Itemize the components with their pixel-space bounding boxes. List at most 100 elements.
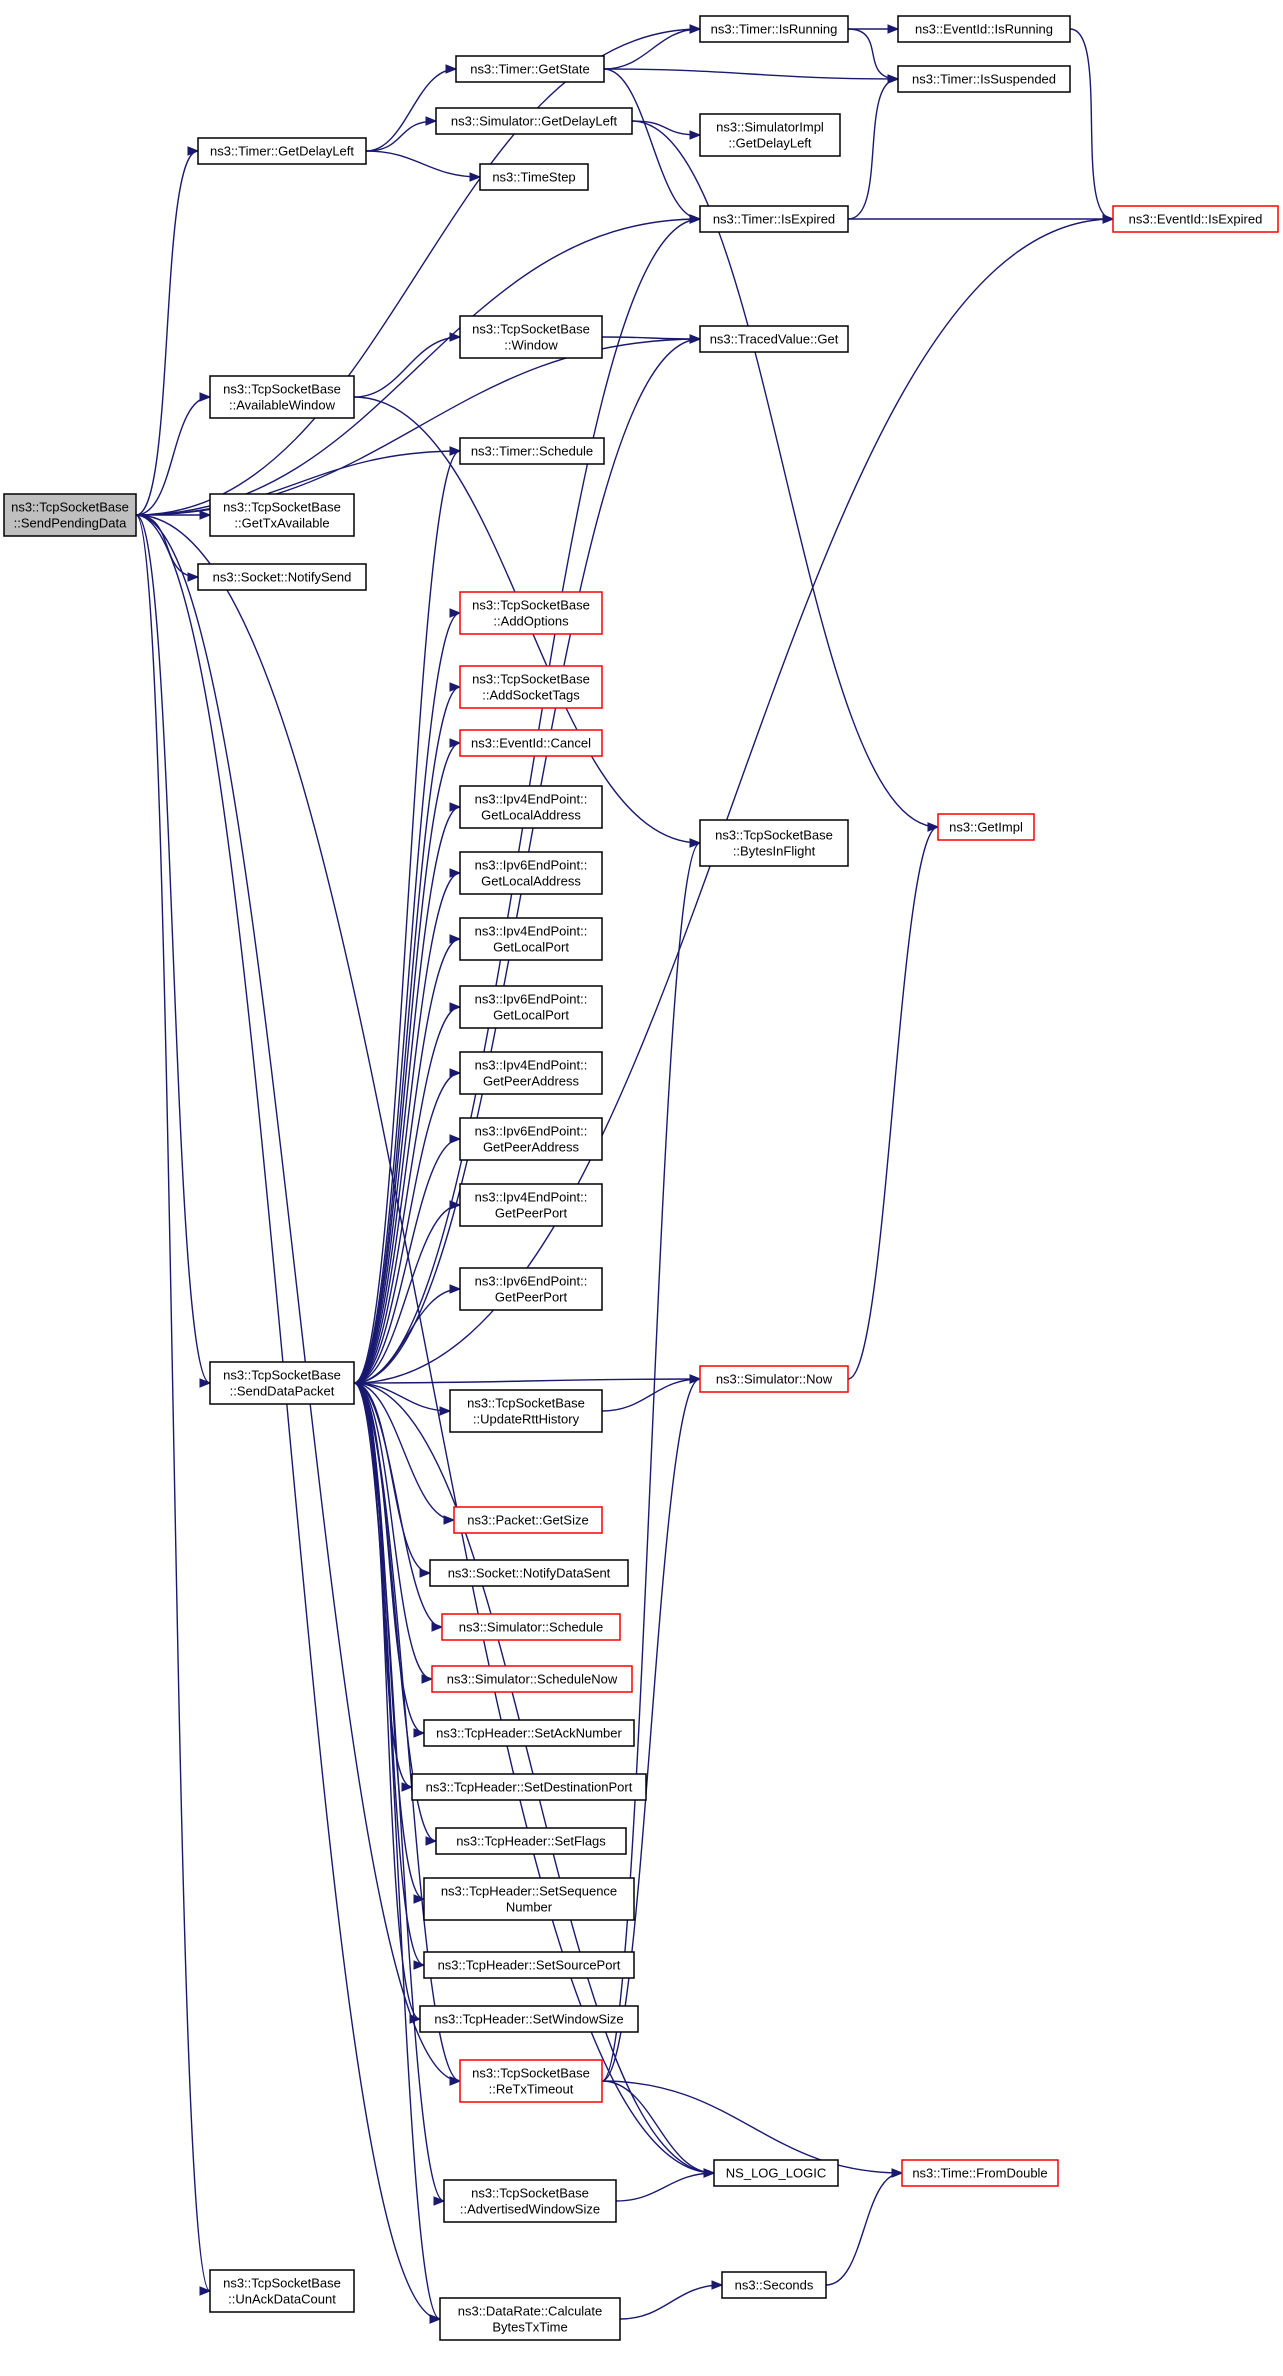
- node-setdestport[interactable]: ns3::TcpHeader::SetDestinationPort: [411, 1773, 647, 1801]
- node-nslog[interactable]: NS_LOG_LOGIC: [713, 2159, 839, 2187]
- node-box[interactable]: [897, 65, 1071, 93]
- node-box[interactable]: [459, 851, 603, 895]
- node-ipv4peeraddr[interactable]: ns3::Ipv4EndPoint::GetPeerAddress: [459, 1051, 603, 1095]
- node-box[interactable]: [419, 2005, 639, 2033]
- node-box[interactable]: [459, 985, 603, 1029]
- node-isexpired[interactable]: ns3::Timer::IsExpired: [699, 205, 849, 233]
- node-box[interactable]: [431, 1665, 633, 1693]
- node-box[interactable]: [901, 2159, 1059, 2187]
- node-addoptions[interactable]: ns3::TcpSocketBase::AddOptions: [459, 591, 603, 635]
- node-box[interactable]: [459, 591, 603, 635]
- node-getstate[interactable]: ns3::Timer::GetState: [455, 55, 605, 83]
- node-box[interactable]: [459, 1183, 603, 1227]
- node-bytesinflight[interactable]: ns3::TcpSocketBase::BytesInFlight: [699, 819, 849, 867]
- node-notifysend[interactable]: ns3::Socket::NotifySend: [197, 563, 367, 591]
- node-fromdouble[interactable]: ns3::Time::FromDouble: [901, 2159, 1059, 2187]
- node-box[interactable]: [459, 665, 603, 709]
- node-box[interactable]: [197, 137, 367, 165]
- node-box[interactable]: [441, 1613, 621, 1641]
- node-box[interactable]: [699, 15, 849, 43]
- node-box[interactable]: [429, 1559, 629, 1587]
- node-box[interactable]: [699, 819, 849, 867]
- node-box[interactable]: [209, 493, 355, 537]
- node-box[interactable]: [209, 375, 355, 419]
- node-box[interactable]: [411, 1773, 647, 1801]
- node-box[interactable]: [449, 1389, 603, 1433]
- node-ipv4peerport[interactable]: ns3::Ipv4EndPoint::GetPeerPort: [459, 1183, 603, 1227]
- node-evisrunning[interactable]: ns3::EventId::IsRunning: [897, 15, 1071, 43]
- node-box[interactable]: [459, 785, 603, 829]
- node-isrunning[interactable]: ns3::Timer::IsRunning: [699, 15, 849, 43]
- node-ipv6localaddr[interactable]: ns3::Ipv6EndPoint::GetLocalAddress: [459, 851, 603, 895]
- node-setsrcport[interactable]: ns3::TcpHeader::SetSourcePort: [423, 1951, 635, 1979]
- node-box[interactable]: [197, 563, 367, 591]
- node-packetgetsize[interactable]: ns3::Packet::GetSize: [453, 1506, 603, 1534]
- node-setflags[interactable]: ns3::TcpHeader::SetFlags: [435, 1827, 627, 1855]
- node-getimpl[interactable]: ns3::GetImpl: [937, 813, 1035, 841]
- node-box[interactable]: [439, 2297, 621, 2341]
- node-box[interactable]: [897, 15, 1071, 43]
- node-ipv6peerport[interactable]: ns3::Ipv6EndPoint::GetPeerPort: [459, 1267, 603, 1311]
- node-box[interactable]: [479, 163, 589, 191]
- node-box[interactable]: [453, 1506, 603, 1534]
- node-box[interactable]: [699, 1365, 849, 1393]
- node-simschedulenow[interactable]: ns3::Simulator::ScheduleNow: [431, 1665, 633, 1693]
- node-timestep[interactable]: ns3::TimeStep: [479, 163, 589, 191]
- node-ipv4localaddr[interactable]: ns3::Ipv4EndPoint::GetLocalAddress: [459, 785, 603, 829]
- node-box[interactable]: [699, 205, 849, 233]
- node-ipv6peeraddr[interactable]: ns3::Ipv6EndPoint::GetPeerAddress: [459, 1117, 603, 1161]
- node-simnow[interactable]: ns3::Simulator::Now: [699, 1365, 849, 1393]
- node-setwinsize[interactable]: ns3::TcpHeader::SetWindowSize: [419, 2005, 639, 2033]
- node-simimpldelay[interactable]: ns3::SimulatorImpl::GetDelayLeft: [699, 113, 841, 157]
- node-notifydatasent[interactable]: ns3::Socket::NotifyDataSent: [429, 1559, 629, 1587]
- node-evisexpired[interactable]: ns3::EventId::IsExpired: [1112, 205, 1279, 233]
- node-ipv6localport[interactable]: ns3::Ipv6EndPoint::GetLocalPort: [459, 985, 603, 1029]
- node-simschedule[interactable]: ns3::Simulator::Schedule: [441, 1613, 621, 1641]
- node-tracedget[interactable]: ns3::TracedValue::Get: [699, 325, 849, 353]
- node-seconds[interactable]: ns3::Seconds: [721, 2271, 827, 2299]
- node-box[interactable]: [209, 1361, 355, 1405]
- node-box[interactable]: [435, 107, 633, 135]
- node-box[interactable]: [459, 917, 603, 961]
- node-ipv4localport[interactable]: ns3::Ipv4EndPoint::GetLocalPort: [459, 917, 603, 961]
- node-box[interactable]: [699, 325, 849, 353]
- node-box[interactable]: [209, 2269, 355, 2313]
- node-issuspended[interactable]: ns3::Timer::IsSuspended: [897, 65, 1071, 93]
- node-gettxavail[interactable]: ns3::TcpSocketBase::GetTxAvailable: [209, 493, 355, 537]
- node-setacknumber[interactable]: ns3::TcpHeader::SetAckNumber: [423, 1719, 635, 1747]
- node-simgetdelay[interactable]: ns3::Simulator::GetDelayLeft: [435, 107, 633, 135]
- node-unackdata[interactable]: ns3::TcpSocketBase::UnAckDataCount: [209, 2269, 355, 2313]
- node-box[interactable]: [3, 493, 137, 537]
- node-updatertt[interactable]: ns3::TcpSocketBase::UpdateRttHistory: [449, 1389, 603, 1433]
- node-senddatapacket[interactable]: ns3::TcpSocketBase::SendDataPacket: [209, 1361, 355, 1405]
- node-addsockettags[interactable]: ns3::TcpSocketBase::AddSocketTags: [459, 665, 603, 709]
- node-box[interactable]: [435, 1827, 627, 1855]
- node-box[interactable]: [459, 437, 605, 465]
- node-box[interactable]: [459, 1051, 603, 1095]
- node-box[interactable]: [699, 113, 841, 157]
- node-box[interactable]: [459, 2059, 603, 2103]
- node-box[interactable]: [459, 315, 603, 359]
- node-schedule[interactable]: ns3::Timer::Schedule: [459, 437, 605, 465]
- node-advwinsize[interactable]: ns3::TcpSocketBase::AdvertisedWindowSize: [443, 2179, 617, 2223]
- node-box[interactable]: [423, 1719, 635, 1747]
- node-root[interactable]: ns3::TcpSocketBase::SendPendingData: [3, 493, 137, 537]
- node-box[interactable]: [455, 55, 605, 83]
- node-getdelayleft[interactable]: ns3::Timer::GetDelayLeft: [197, 137, 367, 165]
- node-box[interactable]: [713, 2159, 839, 2187]
- node-window[interactable]: ns3::TcpSocketBase::Window: [459, 315, 603, 359]
- node-evcancel[interactable]: ns3::EventId::Cancel: [459, 729, 603, 757]
- node-box[interactable]: [459, 1117, 603, 1161]
- node-availwin[interactable]: ns3::TcpSocketBase::AvailableWindow: [209, 375, 355, 419]
- node-box[interactable]: [443, 2179, 617, 2223]
- node-box[interactable]: [1112, 205, 1279, 233]
- node-retxtimeout[interactable]: ns3::TcpSocketBase::ReTxTimeout: [459, 2059, 603, 2103]
- node-box[interactable]: [459, 1267, 603, 1311]
- node-box[interactable]: [937, 813, 1035, 841]
- node-box[interactable]: [423, 1877, 635, 1921]
- node-box[interactable]: [721, 2271, 827, 2299]
- node-box[interactable]: [459, 729, 603, 757]
- node-box[interactable]: [423, 1951, 635, 1979]
